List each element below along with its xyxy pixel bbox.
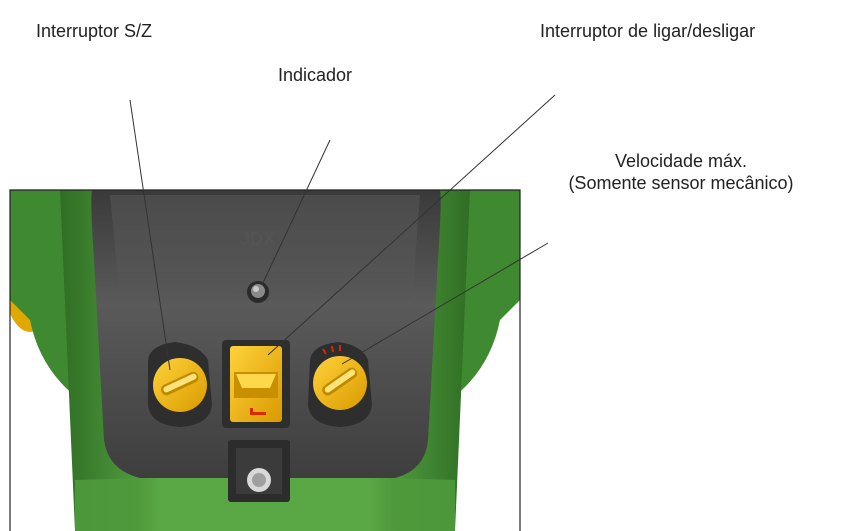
illustration-frame	[9, 189, 521, 531]
max-speed-label-line1: Velocidade máx.	[614, 151, 748, 171]
leader-power-switch	[267, 94, 556, 356]
sz-switch-label: Interruptor S/Z	[36, 21, 153, 41]
illustration: JDX	[10, 190, 520, 531]
leader-lines	[129, 94, 556, 371]
leader-max-speed	[341, 242, 549, 365]
max-speed-label: Velocidade máx. (Somente sensor mecânico…	[520, 150, 842, 194]
power-switch-label: Interruptor de ligar/desligar	[540, 21, 756, 41]
leader-indicator	[261, 139, 331, 286]
max-speed-label-line2: (Somente sensor mecânico)	[568, 173, 794, 193]
svg-text:JDX: JDX	[240, 229, 275, 249]
leader-sz-switch	[129, 99, 171, 371]
indicator-label: Indicador	[278, 65, 353, 85]
